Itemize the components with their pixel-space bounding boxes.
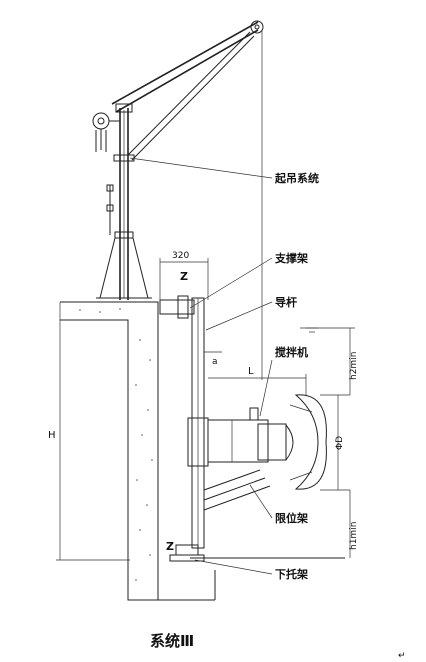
label-limit-frame: 限位架 — [275, 511, 308, 525]
dim-l: L — [248, 366, 254, 377]
label-mixer: 搅拌机 — [275, 345, 308, 359]
return-mark: ↵ — [398, 651, 406, 661]
dim-z-top: Z — [180, 270, 188, 283]
label-support-frame: 支撑架 — [274, 251, 308, 265]
dimension-lines — [56, 258, 355, 561]
crane-hoist — [92, 20, 264, 380]
mixer-unit — [187, 394, 327, 490]
label-lower-bracket: 下托架 — [275, 567, 308, 581]
dim-320: 320 — [172, 251, 189, 261]
dim-h: H — [48, 430, 56, 441]
label-hoist-system: 起吊系统 — [274, 171, 319, 185]
dim-z-bottom: Z — [166, 540, 174, 553]
dim-a: a — [212, 357, 218, 367]
diagram-caption: 系统Ⅲ — [150, 632, 194, 650]
leader-lines — [129, 157, 273, 575]
concrete-wall — [59, 301, 345, 601]
dim-phi-d: ΦD — [335, 436, 345, 450]
guide-rod-assembly — [159, 295, 271, 562]
dim-h2min: h2min — [349, 352, 359, 380]
dim-h1min: h1min — [349, 522, 359, 550]
label-guide-rod: 导杆 — [275, 295, 297, 309]
